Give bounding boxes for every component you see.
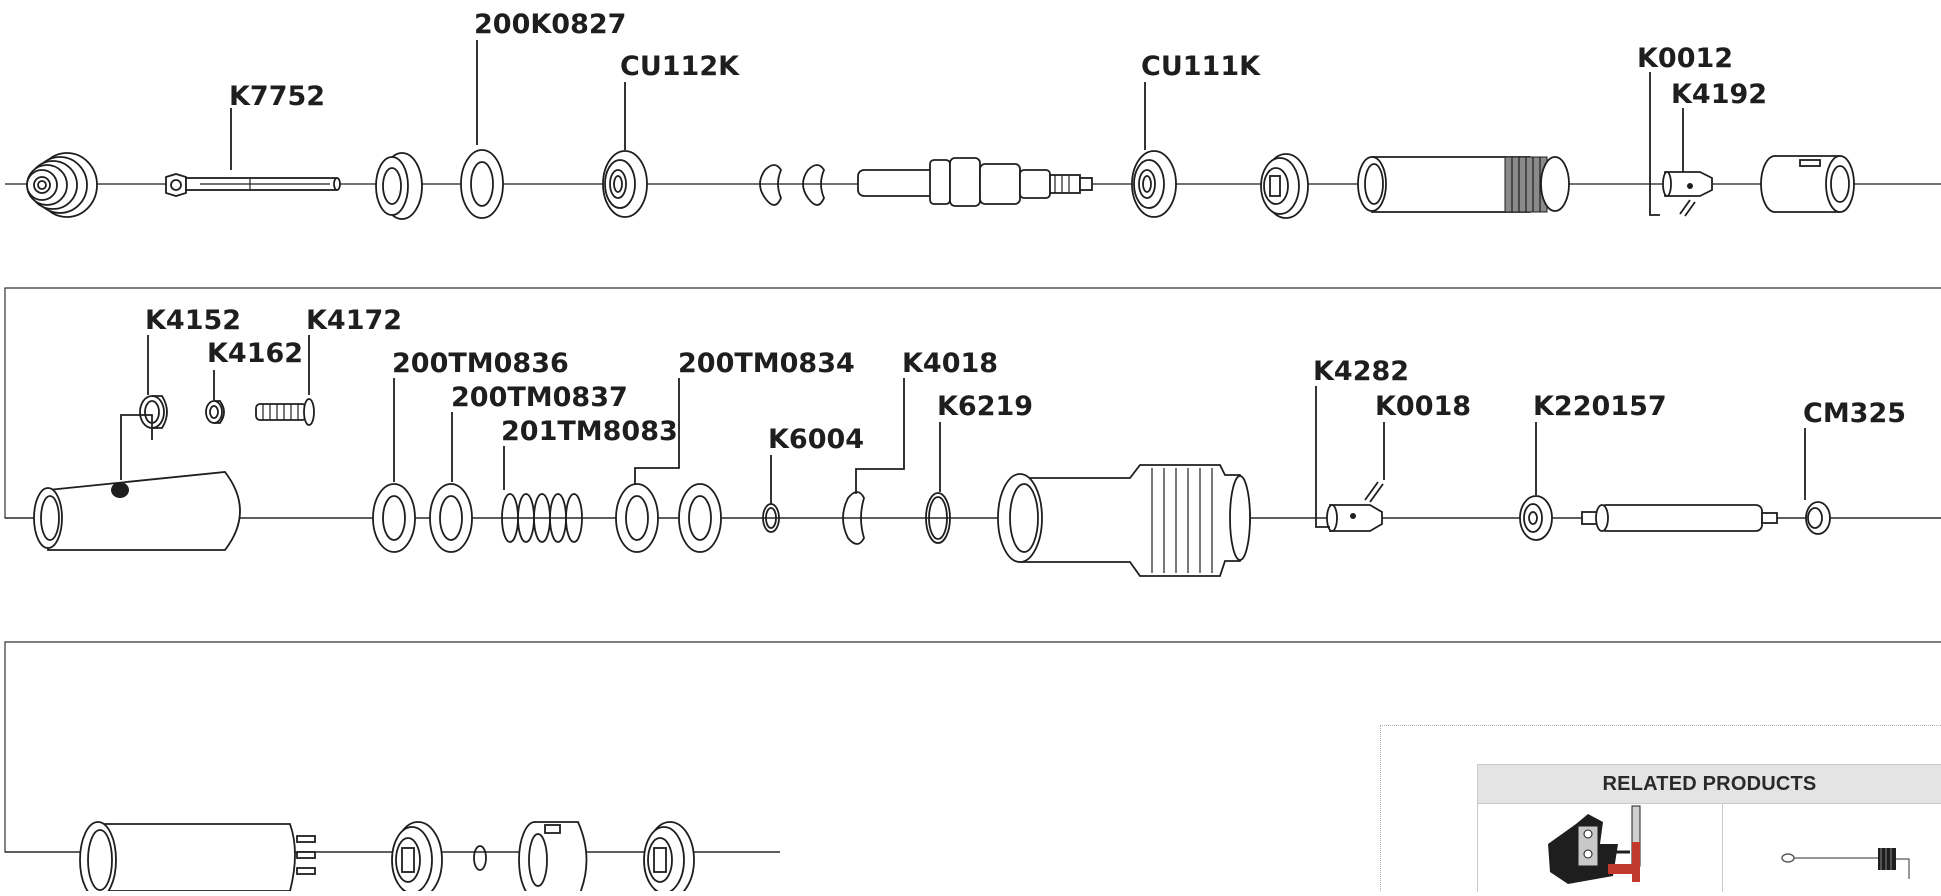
slotted-nut-row3b-part — [643, 821, 695, 891]
part-label-200K0827: 200K0827 — [474, 9, 626, 40]
bearing-CM325-part — [1805, 501, 1831, 535]
spring-cable-icon — [1781, 848, 1910, 879]
bearing-K220157-part — [1519, 495, 1553, 541]
part-label-K220157: K220157 — [1533, 391, 1667, 422]
part-label-K4152: K4152 — [145, 305, 241, 336]
small-bushing-K4152-part — [139, 395, 168, 429]
leader-K4018 — [855, 378, 905, 494]
bearing-CU111K-part — [1131, 150, 1177, 218]
washer-200TM0834-part — [615, 483, 659, 553]
leader-sleeve — [120, 414, 153, 480]
part-label-K4162: K4162 — [207, 338, 303, 369]
nose-cone-part — [26, 152, 98, 218]
row-2-assembly: K4152 K4162 K4172 200TM0836 200TM0837 20… — [4, 287, 1941, 577]
row-1-assembly: K7752 200K0827 CU112K CU111K K0012 K4192 — [5, 9, 1941, 220]
crimping-tool-icon — [1548, 805, 1641, 884]
part-label-K6004: K6004 — [768, 424, 864, 455]
o-ring-row3-part — [473, 845, 487, 871]
wave-washer-K4018-part — [842, 491, 865, 545]
cylinder-housing-part — [1357, 156, 1570, 213]
clevis-pin-part — [1662, 171, 1713, 217]
part-label-201TM8083: 201TM8083 — [501, 416, 678, 447]
part-label-K4018: K4018 — [902, 348, 998, 379]
related-products-grid — [1477, 804, 1941, 892]
wave-washer-pair-part — [759, 164, 826, 206]
part-label-CU111K: CU111K — [1141, 51, 1261, 82]
leader-K0012 — [1649, 72, 1660, 216]
o-ring-K6219-part — [925, 492, 951, 544]
part-label-K6219: K6219 — [937, 391, 1033, 422]
part-label-K7752: K7752 — [229, 81, 325, 112]
end-fitting-part — [1760, 155, 1855, 213]
part-label-K0012: K0012 — [1637, 43, 1733, 74]
related-products-panel: RELATED PRODUCTS — [1380, 725, 1941, 892]
related-products-header: RELATED PRODUCTS — [1477, 764, 1941, 804]
spring-screw-K4172-part — [255, 398, 315, 426]
washer-200TM0836-part — [372, 483, 416, 553]
related-product-card-1[interactable] — [1478, 804, 1723, 892]
slotted-nut-row3-part — [391, 821, 443, 891]
long-bolt-part — [165, 173, 341, 197]
small-bushing-K4162-part — [205, 400, 225, 424]
washer-large-part — [678, 483, 722, 553]
related-product-card-2[interactable] — [1723, 804, 1941, 892]
part-label-200TM0837: 200TM0837 — [451, 382, 628, 413]
related-products-title: RELATED PRODUCTS — [1602, 772, 1817, 795]
leader-200TM0834 — [634, 378, 680, 484]
part-label-CU112K: CU112K — [620, 51, 740, 82]
part-label-K4282: K4282 — [1313, 356, 1409, 387]
bushing-part — [375, 152, 423, 220]
bearing-CU112K-part — [602, 150, 648, 218]
clevis-pin-K4282-part — [1326, 481, 1384, 532]
bushing-fitting-row3-part — [518, 821, 588, 891]
slotted-nut-part — [1260, 153, 1309, 219]
connector-body-part — [79, 821, 316, 891]
sleeve-cone-part — [33, 471, 241, 551]
part-label-K0018: K0018 — [1375, 391, 1471, 422]
part-label-200TM0834: 200TM0834 — [678, 348, 855, 379]
part-label-K4192: K4192 — [1671, 79, 1767, 110]
handle-housing-part — [997, 464, 1251, 577]
part-label-CM325: CM325 — [1803, 398, 1906, 429]
row-3-assembly — [4, 641, 1941, 891]
part-label-K4172: K4172 — [306, 305, 402, 336]
rotor-shaft-part — [857, 157, 1093, 207]
spindle-shaft-part — [1581, 504, 1778, 532]
washer-200TM0837-part — [429, 483, 473, 553]
washer-200K0827-part — [460, 149, 504, 219]
leader-K4282 — [1315, 386, 1330, 528]
part-label-200TM0836: 200TM0836 — [392, 348, 569, 379]
spring-201TM8083-part — [501, 493, 583, 543]
